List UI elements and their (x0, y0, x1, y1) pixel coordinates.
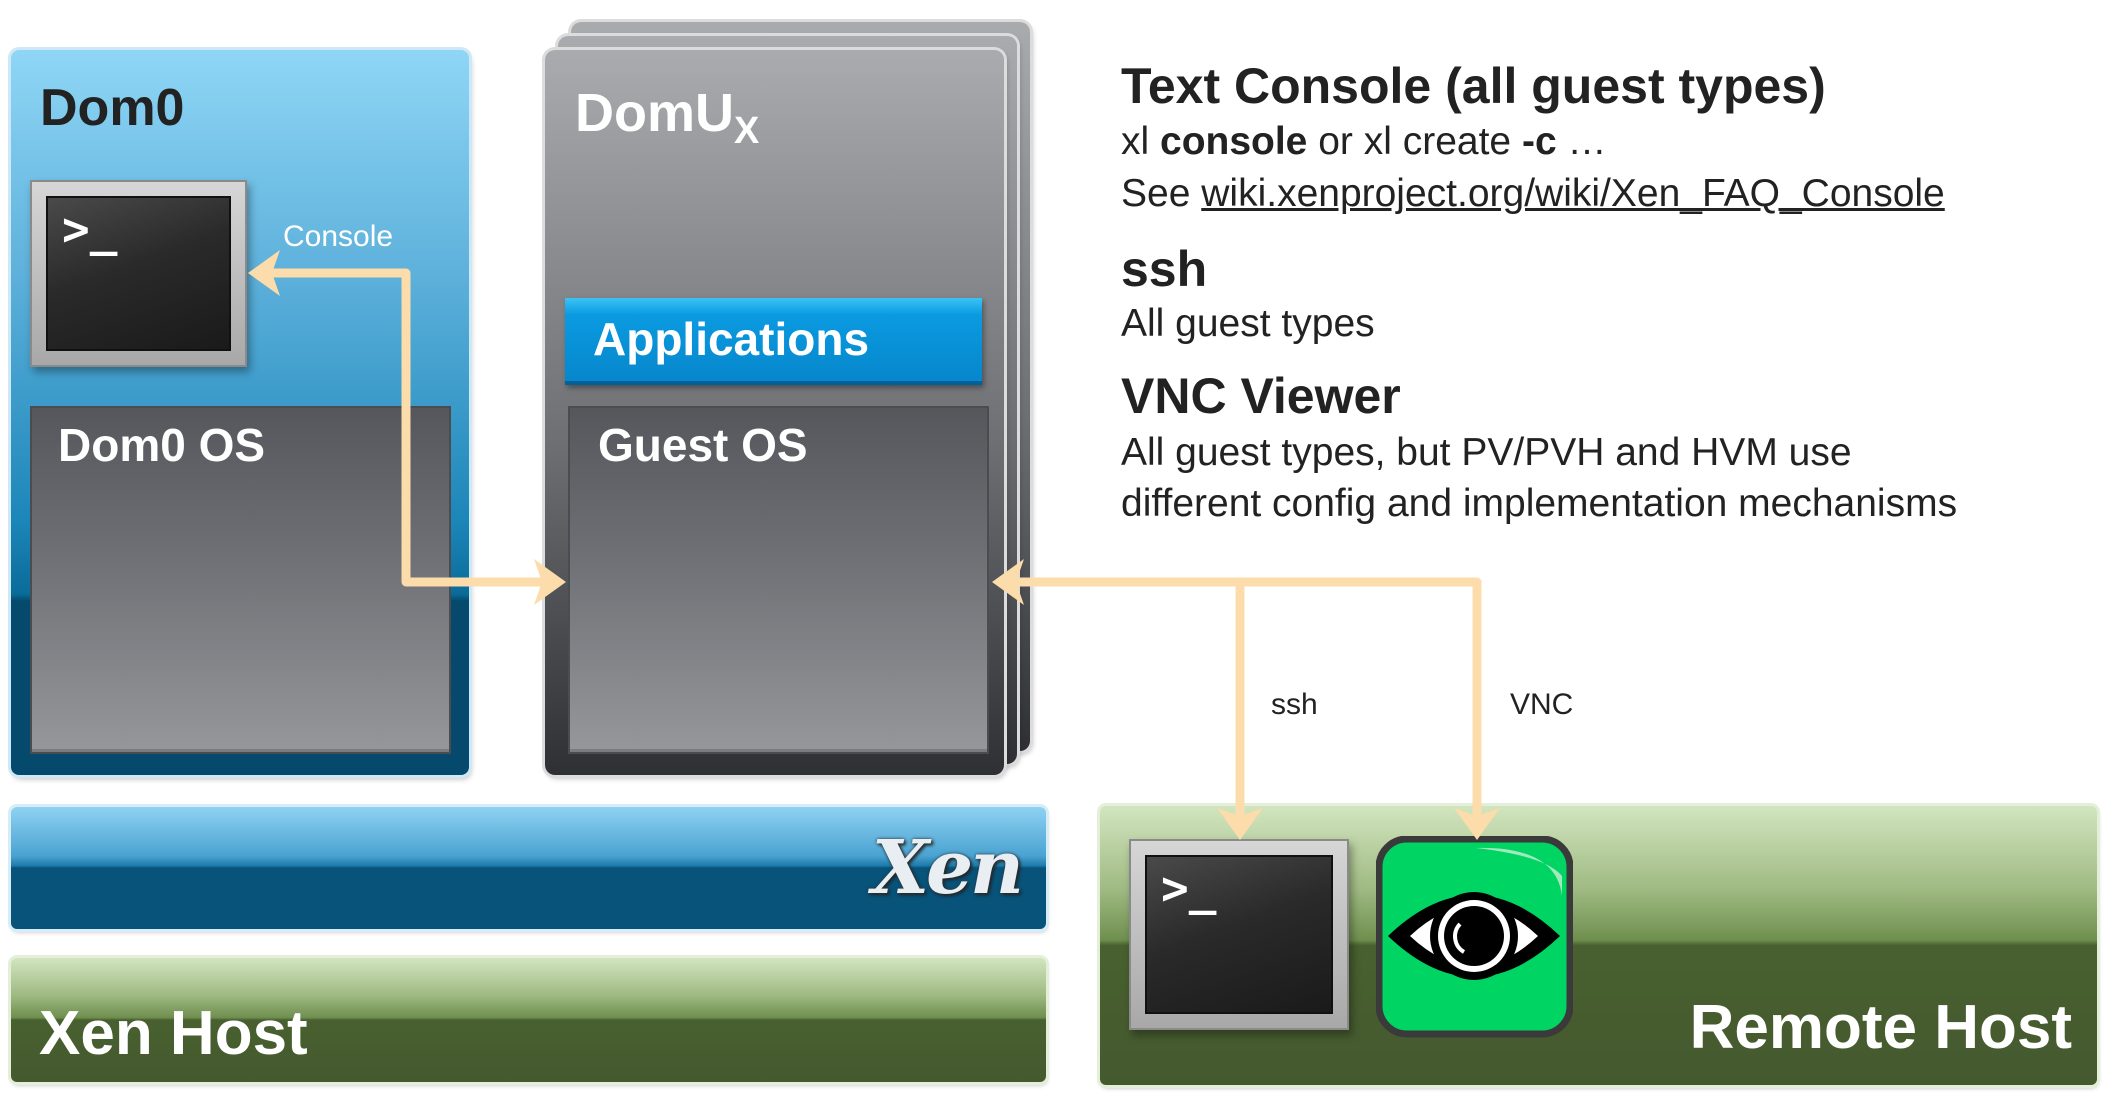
vnc-body-line2: different config and implementation mech… (1121, 482, 1958, 525)
domu-title-text: DomU (575, 83, 734, 143)
cmd-part: or xl create (1307, 120, 1522, 163)
cmd-part: xl (1121, 120, 1160, 163)
xen-faq-console-link[interactable]: wiki.xenproject.org/wiki/Xen_FAQ_Console (1201, 172, 1945, 215)
ssh-arrow-label: ssh (1271, 688, 1318, 721)
terminal-prompt: >_ (62, 202, 118, 256)
arrow-head-console (248, 250, 280, 296)
vnc-arrow-label: VNC (1510, 688, 1574, 721)
xen-hypervisor-bar: Xen (11, 807, 1046, 929)
vnc-body-line1: All guest types, but PV/PVH and HVM use (1121, 431, 1852, 474)
xen-logo: Xen (871, 825, 1024, 911)
terminal-prompt: >_ (1161, 861, 1217, 915)
console-label: Console (283, 220, 394, 253)
domu-title: DomUX (575, 82, 759, 153)
arrow-head-ssh (1217, 808, 1263, 840)
guest-os-label: Guest OS (598, 419, 808, 471)
text-console-title: Text Console (all guest types) (1121, 58, 1826, 114)
applications-label: Applications (593, 313, 870, 365)
remote-terminal-icon: >_ (1129, 839, 1349, 1030)
vnc-title: VNC Viewer (1121, 368, 1401, 424)
text-console-command: xl console or xl create -c … (1121, 120, 1606, 164)
dom0-terminal-icon: >_ (30, 180, 247, 367)
cmd-flag: -c (1521, 120, 1557, 163)
vnc-viewer-icon (1375, 835, 1574, 1039)
dom0-title: Dom0 (40, 79, 185, 137)
dom0-os-box: Dom0 OS (30, 406, 451, 754)
vnc-arrow-line (1008, 577, 1482, 832)
see-prefix: See (1121, 172, 1202, 215)
cmd-ellipsis: … (1556, 120, 1607, 163)
dom0-os-label: Dom0 OS (58, 419, 266, 471)
ssh-title: ssh (1121, 241, 1208, 297)
xen-host-bar: Xen Host (11, 958, 1046, 1082)
ssh-body: All guest types (1121, 302, 1375, 345)
arrow-head-guest-left (534, 559, 566, 605)
text-console-see: See wiki.xenproject.org/wiki/Xen_FAQ_Con… (1121, 172, 1945, 216)
remote-host-label: Remote Host (1689, 993, 2072, 1062)
arrow-head-vnc (1454, 808, 1500, 840)
applications-bar: Applications (565, 298, 982, 385)
arrow-head-guest-right (992, 559, 1024, 605)
cmd-console: console (1160, 120, 1308, 163)
domu-title-subscript: X (734, 109, 760, 152)
guest-os-box: Guest OS (568, 406, 989, 754)
console-arrow-line (262, 268, 548, 587)
xen-host-label: Xen Host (39, 999, 308, 1068)
